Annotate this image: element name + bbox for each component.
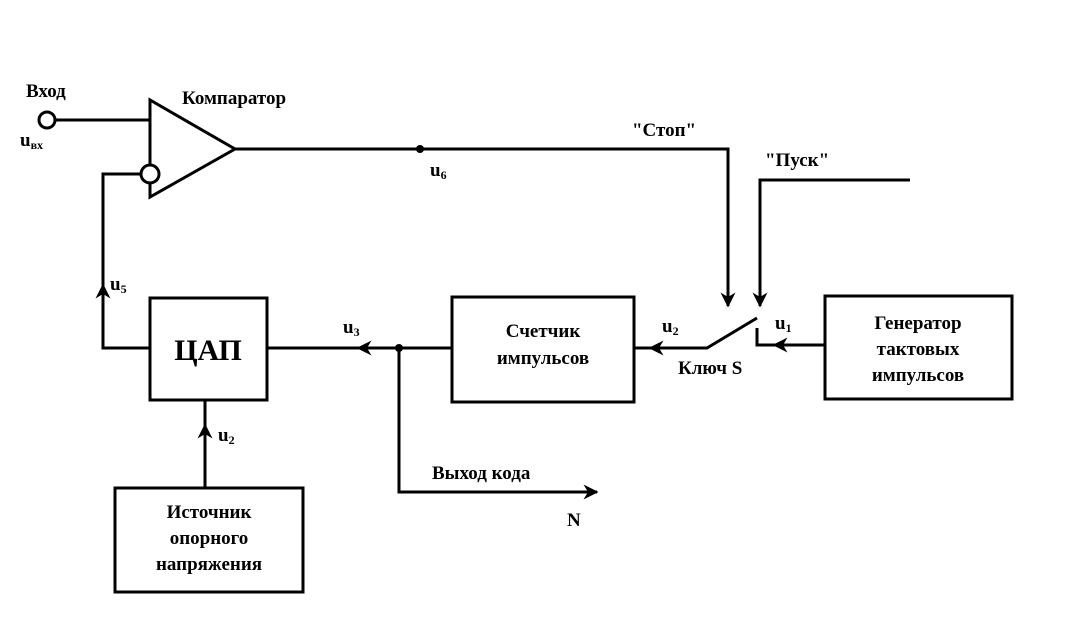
code-output-label: Выход кода xyxy=(432,463,531,484)
counter-block xyxy=(450,295,636,404)
node-u6 xyxy=(416,145,424,153)
switch-blade xyxy=(634,316,758,350)
reference-line-3: напряжения xyxy=(156,554,262,575)
comparator-triangle xyxy=(148,97,239,200)
u6-label: u6 xyxy=(430,160,447,182)
input-terminal xyxy=(37,110,57,130)
u2-ref-label: u2 xyxy=(218,425,235,447)
comparator-label: Компаратор xyxy=(182,88,286,109)
generator-line-1: Генератор xyxy=(874,313,961,334)
reference-block xyxy=(113,486,305,594)
u3-label: u3 xyxy=(343,317,360,339)
wire-start xyxy=(752,178,910,308)
generator-line-2: тактовых xyxy=(877,339,960,360)
generator-block xyxy=(823,294,1014,401)
generator-line-3: импульсов xyxy=(872,365,964,386)
wire-u5 xyxy=(101,172,150,350)
dac-block xyxy=(148,296,269,402)
u1-label: u1 xyxy=(775,313,792,335)
stop-label: "Стоп" xyxy=(632,120,696,141)
u5-label: u5 xyxy=(110,274,127,296)
counter-line-1: Счетчик xyxy=(506,321,581,342)
inverting-input xyxy=(139,163,161,185)
n-label: N xyxy=(567,510,581,531)
wire-code-output xyxy=(397,348,599,500)
wire-stop xyxy=(235,147,736,308)
counter-line-2: импульсов xyxy=(497,348,589,369)
input-label: Вход xyxy=(26,81,66,102)
u-in-label: uвх xyxy=(20,130,43,152)
reference-line-1: Источник xyxy=(167,502,252,523)
switch-label: Ключ S xyxy=(678,358,742,379)
start-label: "Пуск" xyxy=(765,150,829,171)
reference-line-2: опорного xyxy=(170,528,249,549)
dac-label: ЦАП xyxy=(174,334,242,367)
u2-switch-label: u2 xyxy=(662,316,679,338)
